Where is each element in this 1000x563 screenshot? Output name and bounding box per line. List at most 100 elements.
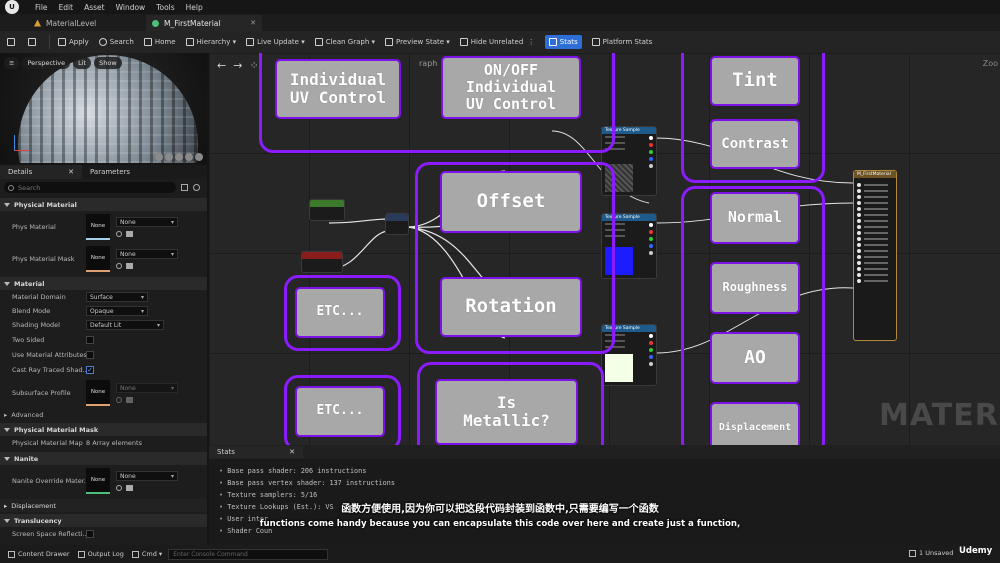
multiply-node[interactable]: [385, 213, 409, 235]
material-domain-dropdown[interactable]: Surface: [86, 292, 148, 302]
browse-folder-icon[interactable]: [126, 263, 133, 269]
browse-folder-icon[interactable]: [126, 397, 133, 403]
output-log-button[interactable]: Output Log: [77, 550, 124, 558]
live-update-button[interactable]: Live Update ▾: [246, 38, 305, 46]
details-panel: Details ✕ Parameters Search Physical Mat…: [0, 165, 207, 545]
unsaved-icon: [909, 549, 916, 557]
perspective-button[interactable]: Perspective: [22, 57, 71, 69]
section-displacement[interactable]: ▸Displacement: [0, 499, 207, 512]
scalar-parameter-node[interactable]: [309, 199, 345, 221]
section-nanite[interactable]: Nanite: [0, 452, 207, 465]
axis-gizmo-icon: [14, 135, 30, 151]
phys-material-dropdown[interactable]: None: [116, 217, 178, 227]
table-view-icon[interactable]: [181, 184, 188, 191]
screen-space-reflections-checkbox[interactable]: [86, 530, 94, 538]
apply-button[interactable]: Apply: [58, 38, 89, 46]
menu-edit[interactable]: Edit: [58, 2, 74, 12]
close-icon[interactable]: ✕: [250, 19, 256, 27]
chevron-down-icon: [4, 518, 10, 523]
content-drawer-button[interactable]: Content Drawer: [8, 550, 70, 558]
viewport-menu-button[interactable]: ≡: [4, 57, 20, 69]
shading-model-dropdown[interactable]: Default Lit: [86, 320, 164, 330]
section-material[interactable]: Material: [0, 277, 207, 290]
more-options-icon[interactable]: ⋮: [523, 38, 535, 46]
hierarchy-button[interactable]: Hierarchy ▾: [185, 38, 236, 46]
texture-sample-node-2[interactable]: Texture Sample: [601, 213, 657, 279]
texture-sample-node-1[interactable]: Texture Sample: [601, 126, 657, 196]
forward-arrow-icon[interactable]: →: [233, 59, 243, 72]
dropdown-value: Surface: [90, 293, 113, 301]
show-button[interactable]: Show: [94, 57, 122, 69]
back-arrow-icon[interactable]: ←: [217, 59, 227, 72]
use-material-attributes-checkbox[interactable]: [86, 350, 94, 359]
material-result-node[interactable]: M_FirstMaterial: [853, 170, 897, 341]
menu-tools[interactable]: Tools: [156, 2, 175, 12]
phys-material-mask-dropdown[interactable]: None: [116, 249, 178, 259]
home-button[interactable]: Home: [143, 38, 176, 46]
preview-plane-icon[interactable]: [175, 153, 183, 161]
menu-help[interactable]: Help: [185, 2, 203, 12]
search-button[interactable]: Search: [98, 38, 134, 46]
details-search-input[interactable]: Search: [4, 182, 176, 193]
close-icon[interactable]: ✕: [289, 448, 295, 456]
tab-parameters[interactable]: Parameters: [82, 165, 138, 179]
array-elements-value[interactable]: 8 Array elements: [86, 439, 142, 447]
tab-details[interactable]: Details ✕: [0, 165, 82, 179]
reset-arrow-icon[interactable]: [116, 231, 122, 237]
unreal-logo-icon[interactable]: U: [5, 0, 19, 14]
clean-graph-label: Clean Graph: [325, 38, 370, 46]
unsaved-indicator[interactable]: 1 Unsaved: [909, 549, 953, 557]
platform-stats-button[interactable]: Platform Stats: [591, 38, 652, 46]
section-physical-material-mask[interactable]: Physical Material Mask: [0, 423, 207, 436]
tab-parameters-label: Parameters: [90, 168, 131, 176]
row-label: Cast Ray Traced Shad...: [12, 365, 86, 374]
stats-button[interactable]: Stats: [544, 35, 582, 49]
preview-sphere-icon[interactable]: [165, 153, 173, 161]
row-label: Screen Space Reflecti...: [12, 530, 86, 538]
clean-graph-button[interactable]: Clean Graph ▾: [314, 38, 375, 46]
tab-material-level[interactable]: MaterialLevel: [28, 15, 144, 31]
preview-viewport[interactable]: ≡ Perspective Lit Show: [0, 53, 207, 163]
preview-state-button[interactable]: Preview State ▾: [385, 38, 450, 46]
browse-folder-icon[interactable]: [126, 485, 133, 491]
save-button[interactable]: [7, 38, 18, 46]
reset-arrow-icon[interactable]: [116, 263, 122, 269]
cast-ray-traced-shadows-checkbox[interactable]: [86, 365, 94, 374]
menu-asset[interactable]: Asset: [84, 2, 105, 12]
preview-teapot-icon[interactable]: [195, 153, 203, 161]
section-translucency[interactable]: Translucency: [0, 514, 207, 527]
search-label: Search: [109, 38, 134, 46]
browse-button[interactable]: [28, 38, 39, 46]
row-advanced[interactable]: ▸Advanced: [0, 409, 207, 421]
menu-window[interactable]: Window: [115, 2, 146, 12]
section-physical-material[interactable]: Physical Material: [0, 198, 207, 211]
reset-arrow-icon[interactable]: [116, 397, 122, 403]
cmd-label: Cmd: [141, 550, 157, 558]
row-label: Subsurface Profile: [12, 389, 71, 397]
preview-cube-icon[interactable]: [185, 153, 193, 161]
two-sided-checkbox[interactable]: [86, 335, 94, 344]
cmd-dropdown[interactable]: Cmd ▾: [131, 550, 162, 558]
preview-cylinder-icon[interactable]: [155, 153, 163, 161]
tab-m-first-material[interactable]: M_FirstMaterial ✕: [146, 15, 262, 31]
asset-thumbnail[interactable]: None: [86, 468, 110, 494]
close-icon[interactable]: ✕: [68, 168, 74, 176]
texcoord-node[interactable]: [301, 251, 343, 273]
tab-stats[interactable]: Stats ✕: [209, 446, 303, 458]
blend-mode-dropdown[interactable]: Opaque: [86, 306, 148, 316]
asset-thumbnail[interactable]: None: [86, 380, 110, 406]
console-command-input[interactable]: Enter Console Command: [168, 548, 329, 560]
reset-arrow-icon[interactable]: [116, 485, 122, 491]
material-graph-canvas[interactable]: ← → ⁘ raph Zoo MATERIA Texture Sample: [209, 53, 1000, 445]
menu-file[interactable]: File: [35, 2, 48, 12]
asset-thumbnail[interactable]: None: [86, 246, 110, 272]
asset-thumbnail[interactable]: None: [86, 214, 110, 240]
nanite-override-dropdown[interactable]: None: [116, 471, 178, 481]
gear-icon[interactable]: [193, 184, 200, 191]
lit-button[interactable]: Lit: [73, 57, 92, 69]
browse-folder-icon[interactable]: [126, 231, 133, 237]
texture-sample-node-3[interactable]: Texture Sample: [601, 324, 657, 386]
hide-unrelated-button[interactable]: Hide Unrelated ⋮: [459, 38, 535, 46]
subsurface-profile-dropdown[interactable]: None: [116, 383, 178, 393]
